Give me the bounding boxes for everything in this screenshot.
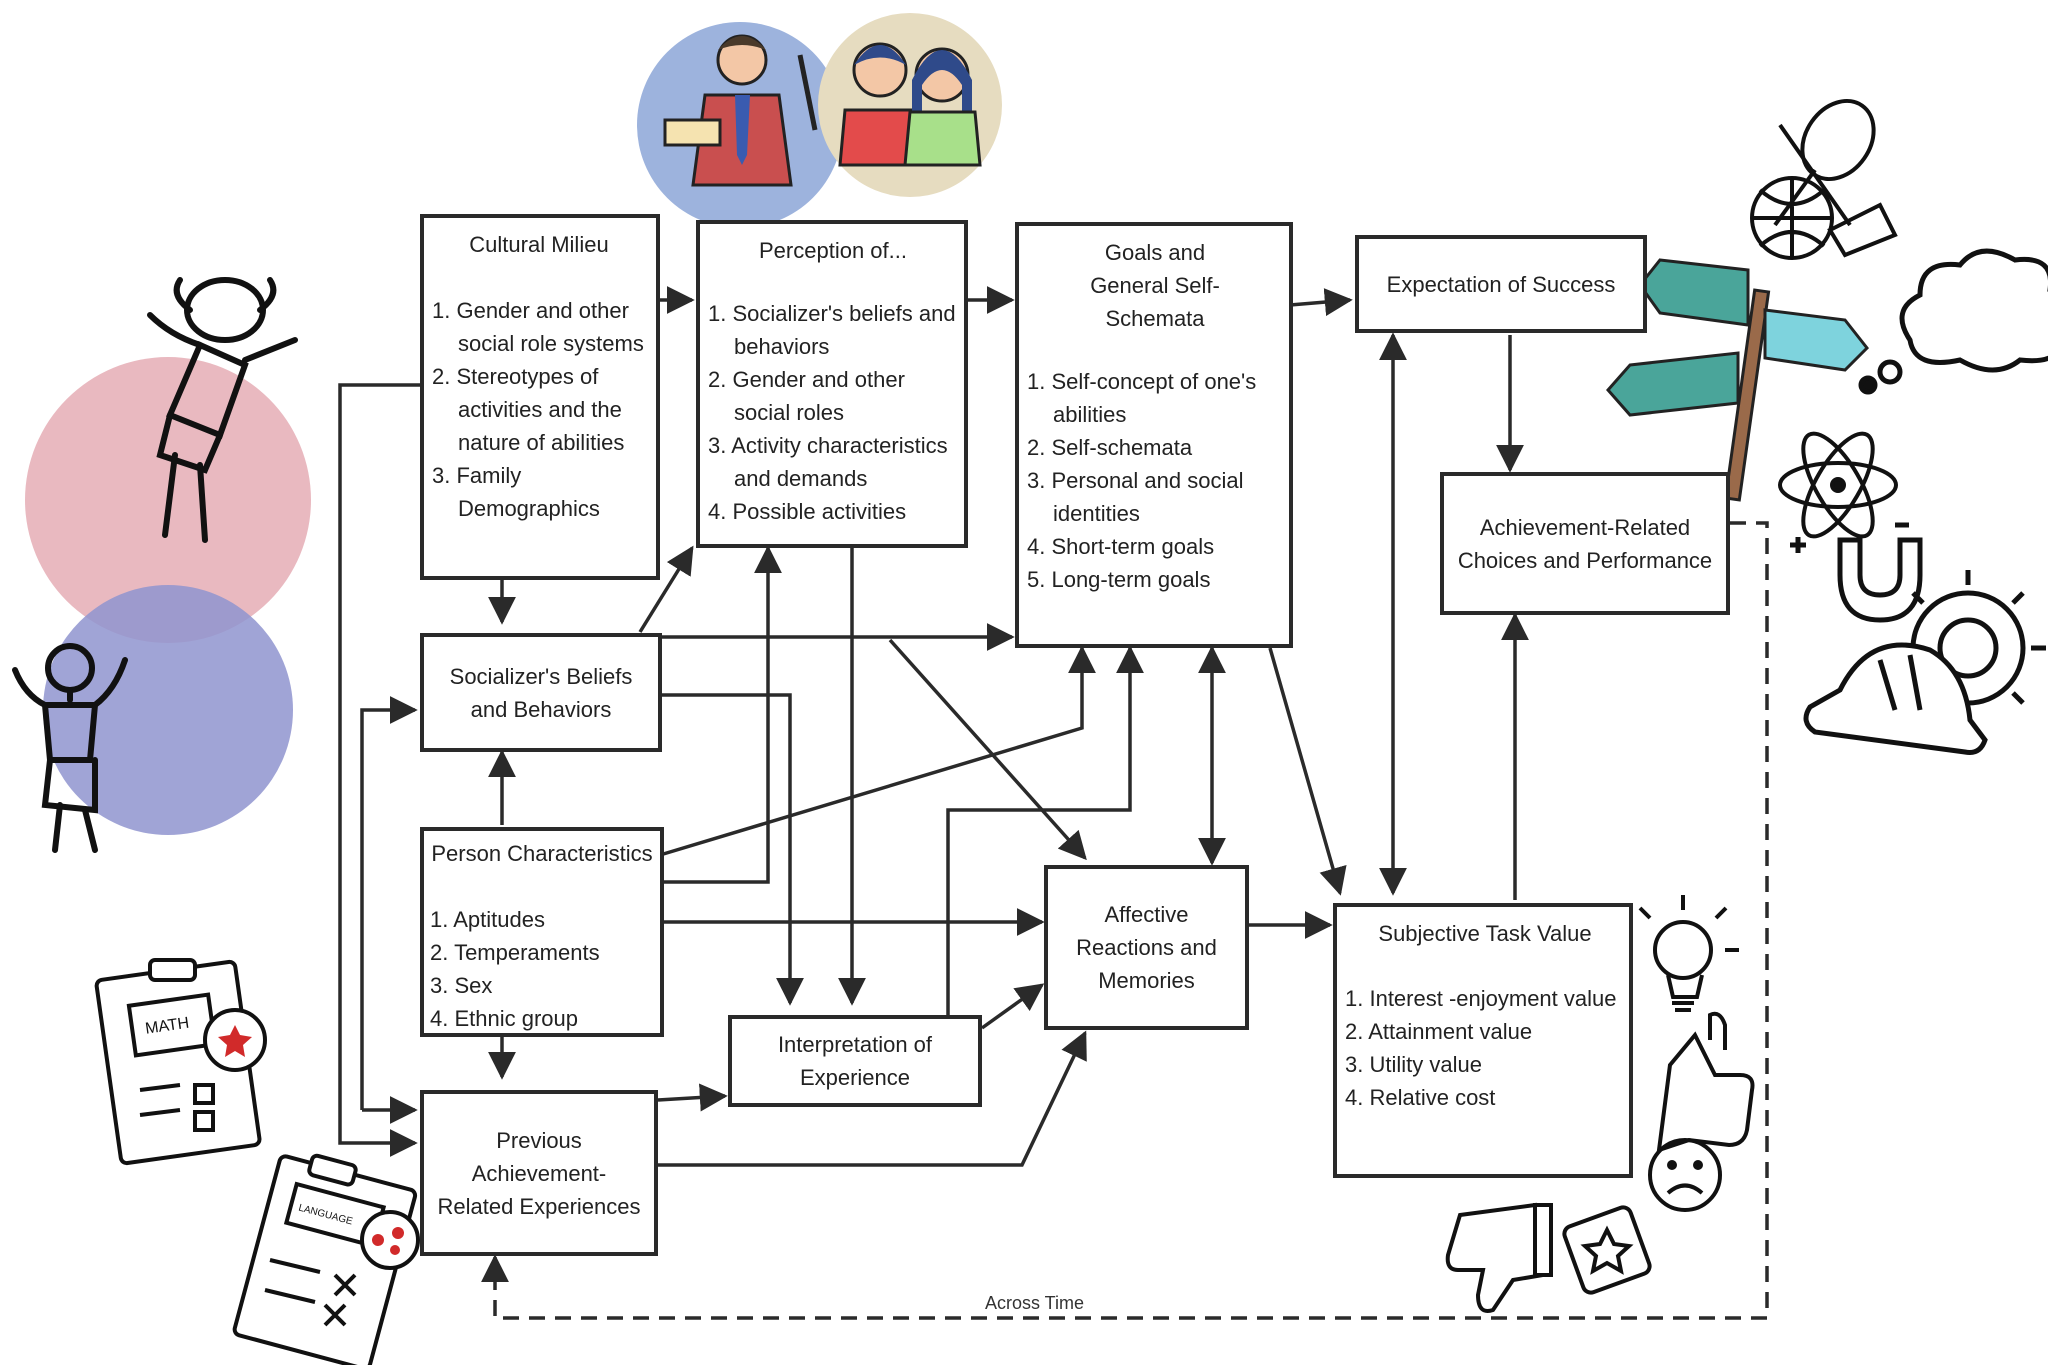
goals-item-5: 5. Long-term goals — [1027, 567, 1211, 592]
person-item-1: 1. Aptitudes — [430, 907, 545, 932]
atom-icon — [1778, 431, 1898, 539]
stv-item-3: 3. Utility value — [1345, 1052, 1482, 1077]
perception-of-item-4: 4. Possible activities — [708, 499, 907, 524]
perception-of-title: Perception of... — [759, 238, 907, 263]
subjective-task-value-title: Subjective Task Value — [1378, 921, 1592, 946]
goals-item-2: 2. Self-schemata — [1027, 435, 1193, 460]
child-figure-icon — [12, 643, 128, 853]
previous-experiences-title: Previous Achievement-Related Experiences — [437, 1127, 641, 1219]
arrow-person-to-perception — [660, 545, 782, 884]
parents-icon — [818, 13, 1002, 197]
stv-item-4: 4. Relative cost — [1345, 1085, 1496, 1110]
arrow-previous-to-interpretation — [657, 1083, 728, 1112]
subjective-task-value-box: Subjective Task Value 1. Interest -enjoy… — [1333, 903, 1633, 1178]
goals-self-schemata-box: Goals and General Self-Schemata 1. Self-… — [1015, 222, 1293, 648]
perception-of-item-3: 3. Activity characteristics and demands — [708, 433, 948, 491]
person-item-2: 2. Temperaments — [430, 940, 600, 965]
achievement-choices-box: Achievement-Related Choices and Performa… — [1440, 472, 1730, 615]
interpretation-experience-box: Interpretation of Experience — [728, 1015, 982, 1107]
cultural-milieu-item-3: 3. Family Demographics — [432, 463, 600, 521]
arrow-left-to-socializer — [360, 696, 418, 1110]
interpretation-experience-title: Interpretation of Experience — [777, 1032, 933, 1090]
stv-item-2: 2. Attainment value — [1345, 1019, 1533, 1044]
person-characteristics-title: Person Characteristics — [431, 841, 653, 866]
perception-of-item-2: 2. Gender and other social roles — [708, 367, 905, 425]
arrow-perception-to-affective — [888, 638, 1087, 861]
person-item-3: 3. Sex — [430, 973, 493, 998]
star-card-icon — [1562, 1205, 1652, 1295]
across-time-label: Across Time — [985, 1293, 1085, 1313]
magnet-icon — [1790, 522, 1923, 623]
goals-item-4: 4. Short-term goals — [1027, 534, 1215, 559]
socializer-beliefs-title: Socializer's Beliefs and Behaviors — [449, 663, 633, 722]
thought-cloud-icon — [1858, 248, 2048, 395]
cultural-milieu-item-1: 1. Gender and other social role systems — [432, 298, 644, 356]
goals-self-schemata-title: Goals and General Self-Schemata — [1090, 240, 1220, 331]
teacher-icon — [637, 22, 843, 228]
feedback-loop-across-time — [481, 521, 1769, 1320]
socializer-beliefs-box: Socializer's Beliefs and Behaviors — [420, 633, 662, 752]
language-clipboard-icon: LANGUAGE — [232, 1153, 420, 1365]
expectation-of-success-box: Expectation of Success — [1355, 235, 1647, 333]
hard-hat-icon — [1803, 642, 1988, 755]
cultural-milieu-title: Cultural Milieu — [469, 232, 609, 257]
expectation-of-success-title: Expectation of Success — [1386, 271, 1616, 297]
connections — [338, 286, 1769, 1320]
arrow-socializer-to-perception — [638, 545, 694, 633]
arrow-goals-to-expectation — [1289, 288, 1353, 317]
perception-of-item-1: 1. Socializer's beliefs and behaviors — [708, 301, 956, 359]
stv-item-1: 1. Interest -enjoyment value — [1345, 986, 1617, 1011]
arrow-cultural-to-previous — [338, 383, 420, 1157]
thumbs-up-icon — [1656, 1011, 1755, 1153]
goals-item-1: 1. Self-concept of one's abilities — [1027, 369, 1257, 427]
cultural-milieu-item-2: 2. Stereotypes of activities and the nat… — [432, 364, 625, 455]
child-figure-icon — [147, 277, 298, 543]
arrow-interpretation-to-affective — [980, 983, 1045, 1030]
thumbs-down-icon — [1445, 1202, 1553, 1313]
clipboard-math-label: MATH — [144, 1015, 190, 1038]
arrow-person-to-goals — [659, 645, 1096, 857]
perception-of-box: Perception of... 1. Socializer's beliefs… — [696, 220, 968, 548]
lightbulb-icon — [1638, 895, 1739, 1012]
affective-reactions-box: Affective Reactions and Memories — [1044, 865, 1249, 1030]
arrow-interpretation-to-goals — [946, 645, 1144, 1015]
arrow-socializer-to-interpretation — [660, 693, 804, 1006]
goals-item-3: 3. Personal and social identities — [1027, 468, 1244, 526]
achievement-choices-title: Achievement-Related Choices and Performa… — [1457, 514, 1713, 573]
sad-face-icon — [1648, 1138, 1722, 1212]
math-clipboard-icon: MATH — [94, 958, 267, 1166]
person-item-4: 4. Ethnic group — [430, 1006, 578, 1031]
signpost-icon — [1606, 258, 1870, 502]
arrow-goals-to-stv — [1268, 647, 1347, 896]
sports-equipment-icon — [1750, 99, 1898, 260]
arrow-previous-to-affective — [658, 1030, 1087, 1167]
previous-experiences-box: Previous Achievement-Related Experiences — [420, 1090, 658, 1256]
affective-reactions-title: Affective Reactions and Memories — [1076, 902, 1217, 993]
cultural-milieu-box: Cultural Milieu 1. Gender and other soci… — [420, 214, 660, 580]
person-characteristics-box: Person Characteristics 1. Aptitudes 2. T… — [420, 827, 664, 1037]
